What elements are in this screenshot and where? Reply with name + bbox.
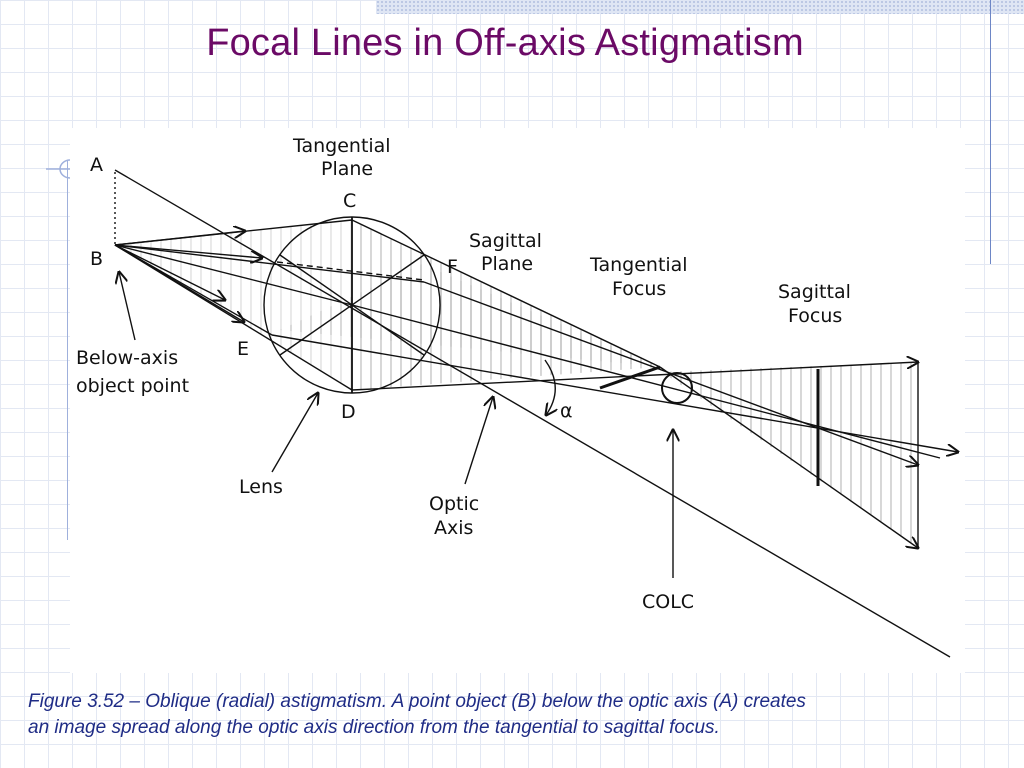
label-point-f: F: [447, 256, 458, 278]
decorative-right-rule: [990, 0, 991, 264]
label-colc: COLC: [642, 591, 694, 613]
object-fan-hatch: [115, 220, 352, 390]
image-fan-hatch: [662, 362, 918, 548]
ray-c-through-focus: [659, 366, 918, 548]
pointer-optic-axis: [464, 397, 493, 485]
label-below-axis-2: object point: [76, 375, 189, 397]
figure-caption: Figure 3.52 – Oblique (radial) astigmati…: [28, 689, 988, 741]
label-tangential-focus-1: Tangential: [589, 254, 688, 276]
label-tangential-plane-1: Tangential: [292, 135, 391, 157]
label-tangential-focus-2: Focus: [612, 278, 666, 300]
label-below-axis-1: Below-axis: [76, 347, 178, 369]
label-tangential-plane-2: Plane: [321, 158, 373, 180]
ray-b-arrow-upper: [114, 231, 245, 246]
slide-title: Focal Lines in Off-axis Astigmatism: [206, 22, 804, 64]
tangential-focal-line: [599, 365, 661, 390]
label-angle-alpha: α: [560, 400, 573, 422]
angle-alpha-arc: [545, 359, 555, 415]
label-point-e: E: [237, 338, 249, 360]
label-optic-axis-2: Axis: [434, 517, 473, 539]
label-point-b: B: [90, 248, 103, 270]
label-sagittal-focus-2: Focus: [788, 305, 842, 327]
ray-center-to-focus: [351, 304, 941, 459]
label-lens: Lens: [239, 476, 283, 498]
ray-b-to-f: [114, 244, 425, 283]
label-sagittal-plane-1: Sagittal: [469, 230, 542, 252]
ray-b-to-center: [114, 244, 353, 306]
decorative-bullet-icon: [46, 159, 72, 179]
label-sagittal-plane-2: Plane: [481, 253, 533, 275]
ray-b-to-d: [114, 244, 353, 391]
decorative-header-band: [376, 0, 1024, 14]
lens-dashed-chord: [276, 261, 425, 281]
label-point-a: A: [90, 154, 103, 176]
caption-line-1: Figure 3.52 – Oblique (radial) astigmati…: [28, 691, 806, 712]
decorative-left-rule: [67, 160, 68, 540]
label-optic-axis-1: Optic: [429, 493, 479, 515]
label-sagittal-focus-1: Sagittal: [778, 281, 851, 303]
circle-of-least-confusion: [661, 372, 693, 404]
ray-c-to-tangential-focus: [351, 219, 661, 368]
pointer-lens: [271, 393, 318, 473]
label-point-d: D: [341, 401, 356, 423]
caption-line-2: an image spread along the optic axis dir…: [28, 717, 720, 738]
pointer-below-axis: [119, 272, 136, 341]
ray-b-arrow-mid: [114, 244, 262, 258]
label-point-c: C: [343, 190, 356, 212]
ray-b-arrow-low: [114, 244, 225, 300]
